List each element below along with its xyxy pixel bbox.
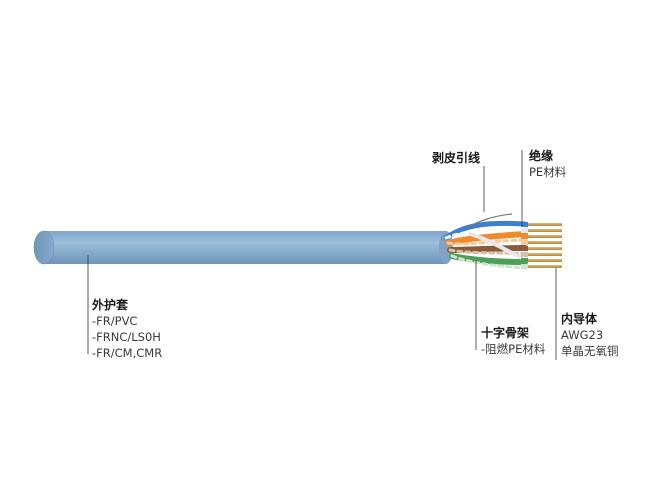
insulation-title: 绝缘 [529, 149, 554, 163]
leader-lines [87, 150, 557, 360]
jacket-line-1: -FR/PVC [92, 314, 138, 328]
insulation-callout: 绝缘 PE材料 [529, 148, 566, 180]
insulation-ends [521, 222, 528, 269]
twisted-pairs [443, 220, 528, 270]
cross-filler-title: 十字骨架 [481, 326, 530, 340]
ripcord [467, 213, 513, 229]
cable-jacket [33, 230, 453, 265]
conductor-title: 内导体 [561, 312, 598, 326]
cross-filler-callout: 十字骨架 -阻燃PE材料 [481, 325, 545, 357]
jacket-callout: 外护套 -FR/PVC -FRNC/LS0H -FR/CM,CMR [92, 297, 162, 361]
ripcord-title: 剥皮引线 [432, 151, 481, 165]
conductor-callout: 内导体 AWG23 单晶无氧铜 [561, 311, 619, 359]
cross-filler-line: -阻燃PE材料 [481, 342, 546, 356]
ripcord-callout: 剥皮引线 [432, 150, 480, 166]
jacket-title: 外护套 [92, 298, 129, 312]
insulation-line: PE材料 [529, 165, 567, 179]
jacket-line-3: -FR/CM,CMR [92, 346, 163, 360]
jacket-line-2: -FRNC/LS0H [92, 330, 161, 344]
conductor-line-1: AWG23 [561, 328, 604, 342]
copper-conductors [528, 223, 562, 268]
conductor-line-2: 单晶无氧铜 [561, 344, 619, 358]
